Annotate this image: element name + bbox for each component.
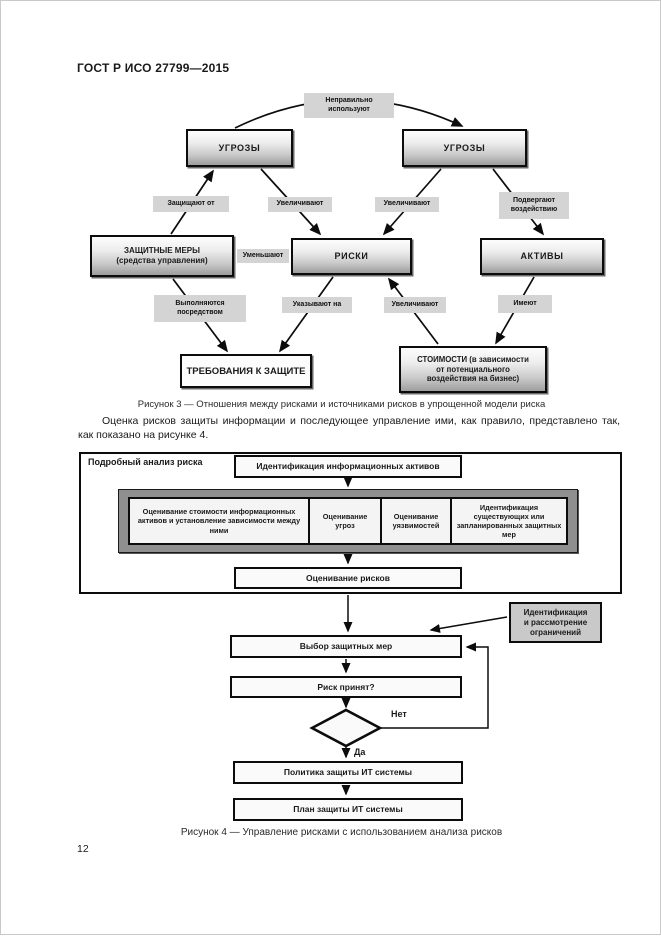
fig4-constraints-box: Идентификация и рассмотрение ограничений: [509, 602, 602, 643]
document-header: ГОСТ Р ИСО 27799—2015: [77, 61, 230, 75]
fig3-node-safeguards: ЗАЩИТНЫЕ МЕРЫ (средства управления): [90, 235, 234, 277]
fig4-step-select-safeguards: Выбор защитных мер: [230, 635, 462, 658]
page-number: 12: [77, 843, 89, 855]
fig3-edge-met-by: Выполняются посредством: [154, 295, 246, 322]
fig3-edge-misuse: Неправильно используют: [304, 93, 394, 118]
fig4-step-risk-accepted: Риск принят?: [230, 676, 462, 698]
fig4-cell-threat-assessment: Оценивание угроз: [308, 499, 380, 543]
decision-diamond: [309, 708, 383, 748]
fig4-label-no: Нет: [391, 709, 407, 719]
fig3-node-values: СТОИМОСТИ (в зависимости от потенциально…: [399, 346, 547, 393]
fig3-node-assets: АКТИВЫ: [480, 238, 604, 275]
fig3-edge-indicate: Указывают на: [282, 297, 352, 313]
fig3-edge-expose: Подвергают воздействию: [499, 192, 569, 219]
fig4-step-plan: План защиты ИТ системы: [233, 798, 463, 821]
fig4-step-policy: Политика защиты ИТ системы: [233, 761, 463, 784]
fig3-edge-reduce: Уменьшают: [237, 249, 289, 263]
fig4-detailed-analysis-frame: [79, 452, 622, 594]
fig3-edge-increase-right: Увеличивают: [375, 197, 439, 212]
fig3-node-requirements: ТРЕБОВАНИЯ К ЗАЩИТЕ: [180, 354, 312, 388]
fig3-node-threats-right: УГРОЗЫ: [402, 129, 527, 167]
fig4-cell-value-assessment: Оценивание стоимости информационных акти…: [137, 507, 301, 535]
fig3-edge-have: Имеют: [498, 295, 552, 313]
fig4-label-yes: Да: [354, 747, 366, 757]
body-paragraph: Оценка рисков защиты информации и послед…: [78, 415, 620, 441]
fig4-cell-safeguard-identification: Идентификация существующих или запланиро…: [450, 499, 566, 543]
fig3-edge-protect: Защищают от: [153, 196, 229, 212]
fig4-assessment-cells: Оценивание стоимости информационных акти…: [128, 497, 568, 545]
fig4-step-identify-assets: Идентификация информационных активов: [234, 455, 462, 478]
fig4-cell-vulnerability-assessment: Оценивание уязвимостей: [380, 499, 450, 543]
fig4-caption: Рисунок 4 — Управление рисками с использ…: [180, 827, 503, 838]
fig4-assessment-band: Оценивание стоимости информационных акти…: [118, 489, 578, 553]
fig3-edge-increase-values: Увеличивают: [384, 297, 446, 313]
fig4-step-risk-assessment: Оценивание рисков: [234, 567, 462, 589]
fig3-caption: Рисунок 3 — Отношения между рисками и ис…: [137, 399, 546, 410]
fig3-node-threats-left: УГРОЗЫ: [186, 129, 293, 167]
fig4-detailed-analysis-label: Подробный анализ риска: [88, 457, 203, 467]
fig3-edge-increase-left: Увеличивают: [268, 197, 332, 212]
fig3-node-risks: РИСКИ: [291, 238, 412, 275]
